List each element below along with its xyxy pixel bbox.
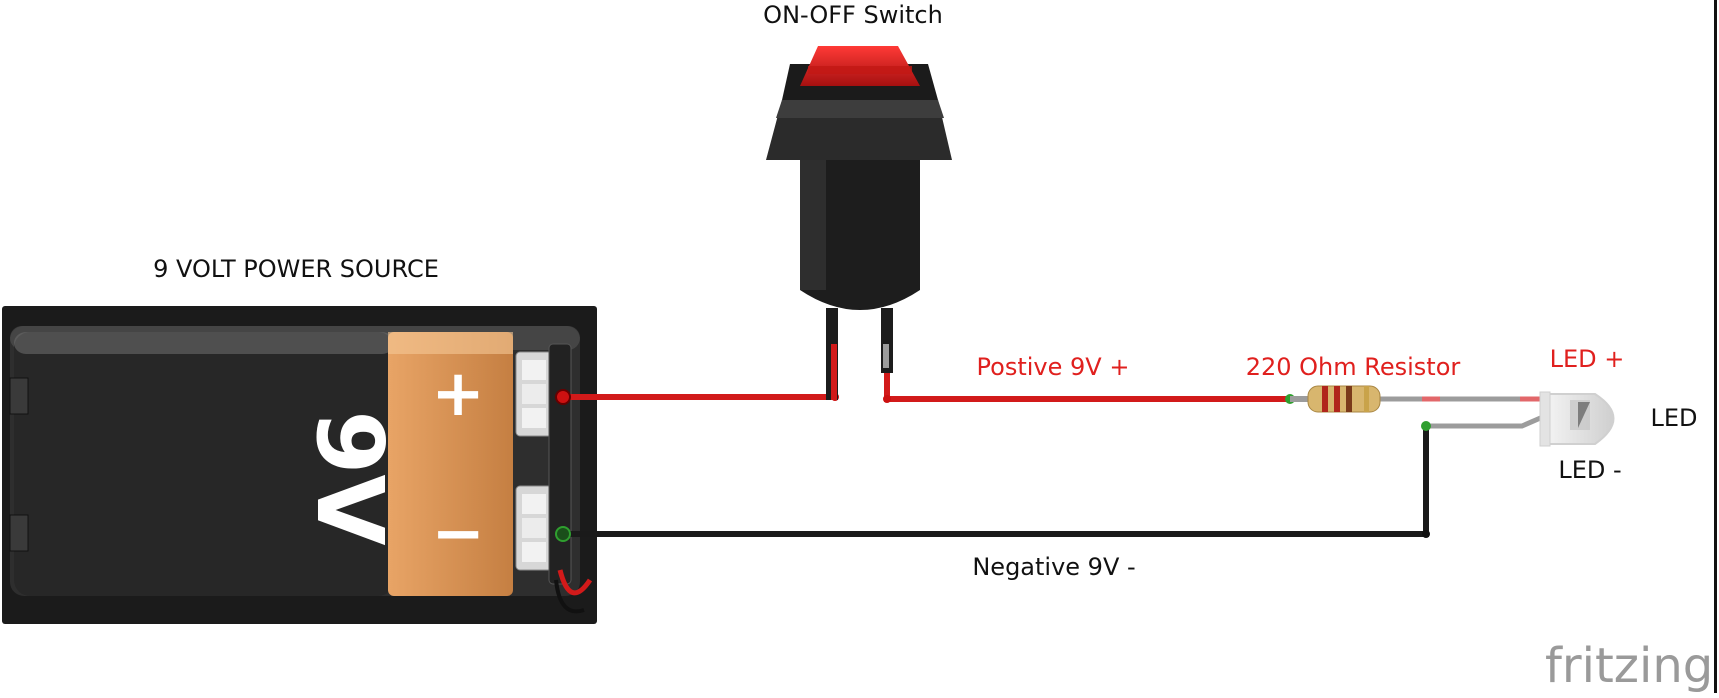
switch-label: ON-OFF Switch (763, 1, 943, 29)
node-plus (555, 389, 571, 405)
on-off-switch (766, 46, 952, 400)
negative-wire-label: Negative 9V - (972, 553, 1135, 581)
resistor-220-ohm (1290, 385, 1381, 413)
led-label: LED (1650, 404, 1697, 432)
battery-terminal-plus (515, 351, 553, 437)
right-border (1714, 0, 1717, 693)
wire-battery-to-switch (563, 344, 838, 400)
battery-holder: + − 9V (2, 306, 597, 624)
fritzing-logo: fritzing (1545, 638, 1713, 693)
wire-negative (563, 426, 1429, 537)
battery-copper-end (388, 332, 513, 596)
resistor-label: 220 Ohm Resistor (1246, 353, 1461, 381)
led-plus-label: LED + (1550, 345, 1625, 373)
node-minus (555, 526, 571, 542)
led-component (1539, 391, 1615, 447)
positive-wire-label: Postive 9V + (977, 353, 1130, 381)
battery-minus-symbol: − (431, 497, 485, 571)
battery-plus-symbol: + (431, 357, 485, 431)
led-minus-label: LED - (1558, 456, 1621, 484)
power-source-label: 9 VOLT POWER SOURCE (153, 255, 439, 283)
battery-terminal-minus (515, 485, 553, 571)
switch-body (800, 160, 920, 310)
battery-marking: 9V (296, 410, 403, 545)
battery-body (14, 332, 394, 596)
